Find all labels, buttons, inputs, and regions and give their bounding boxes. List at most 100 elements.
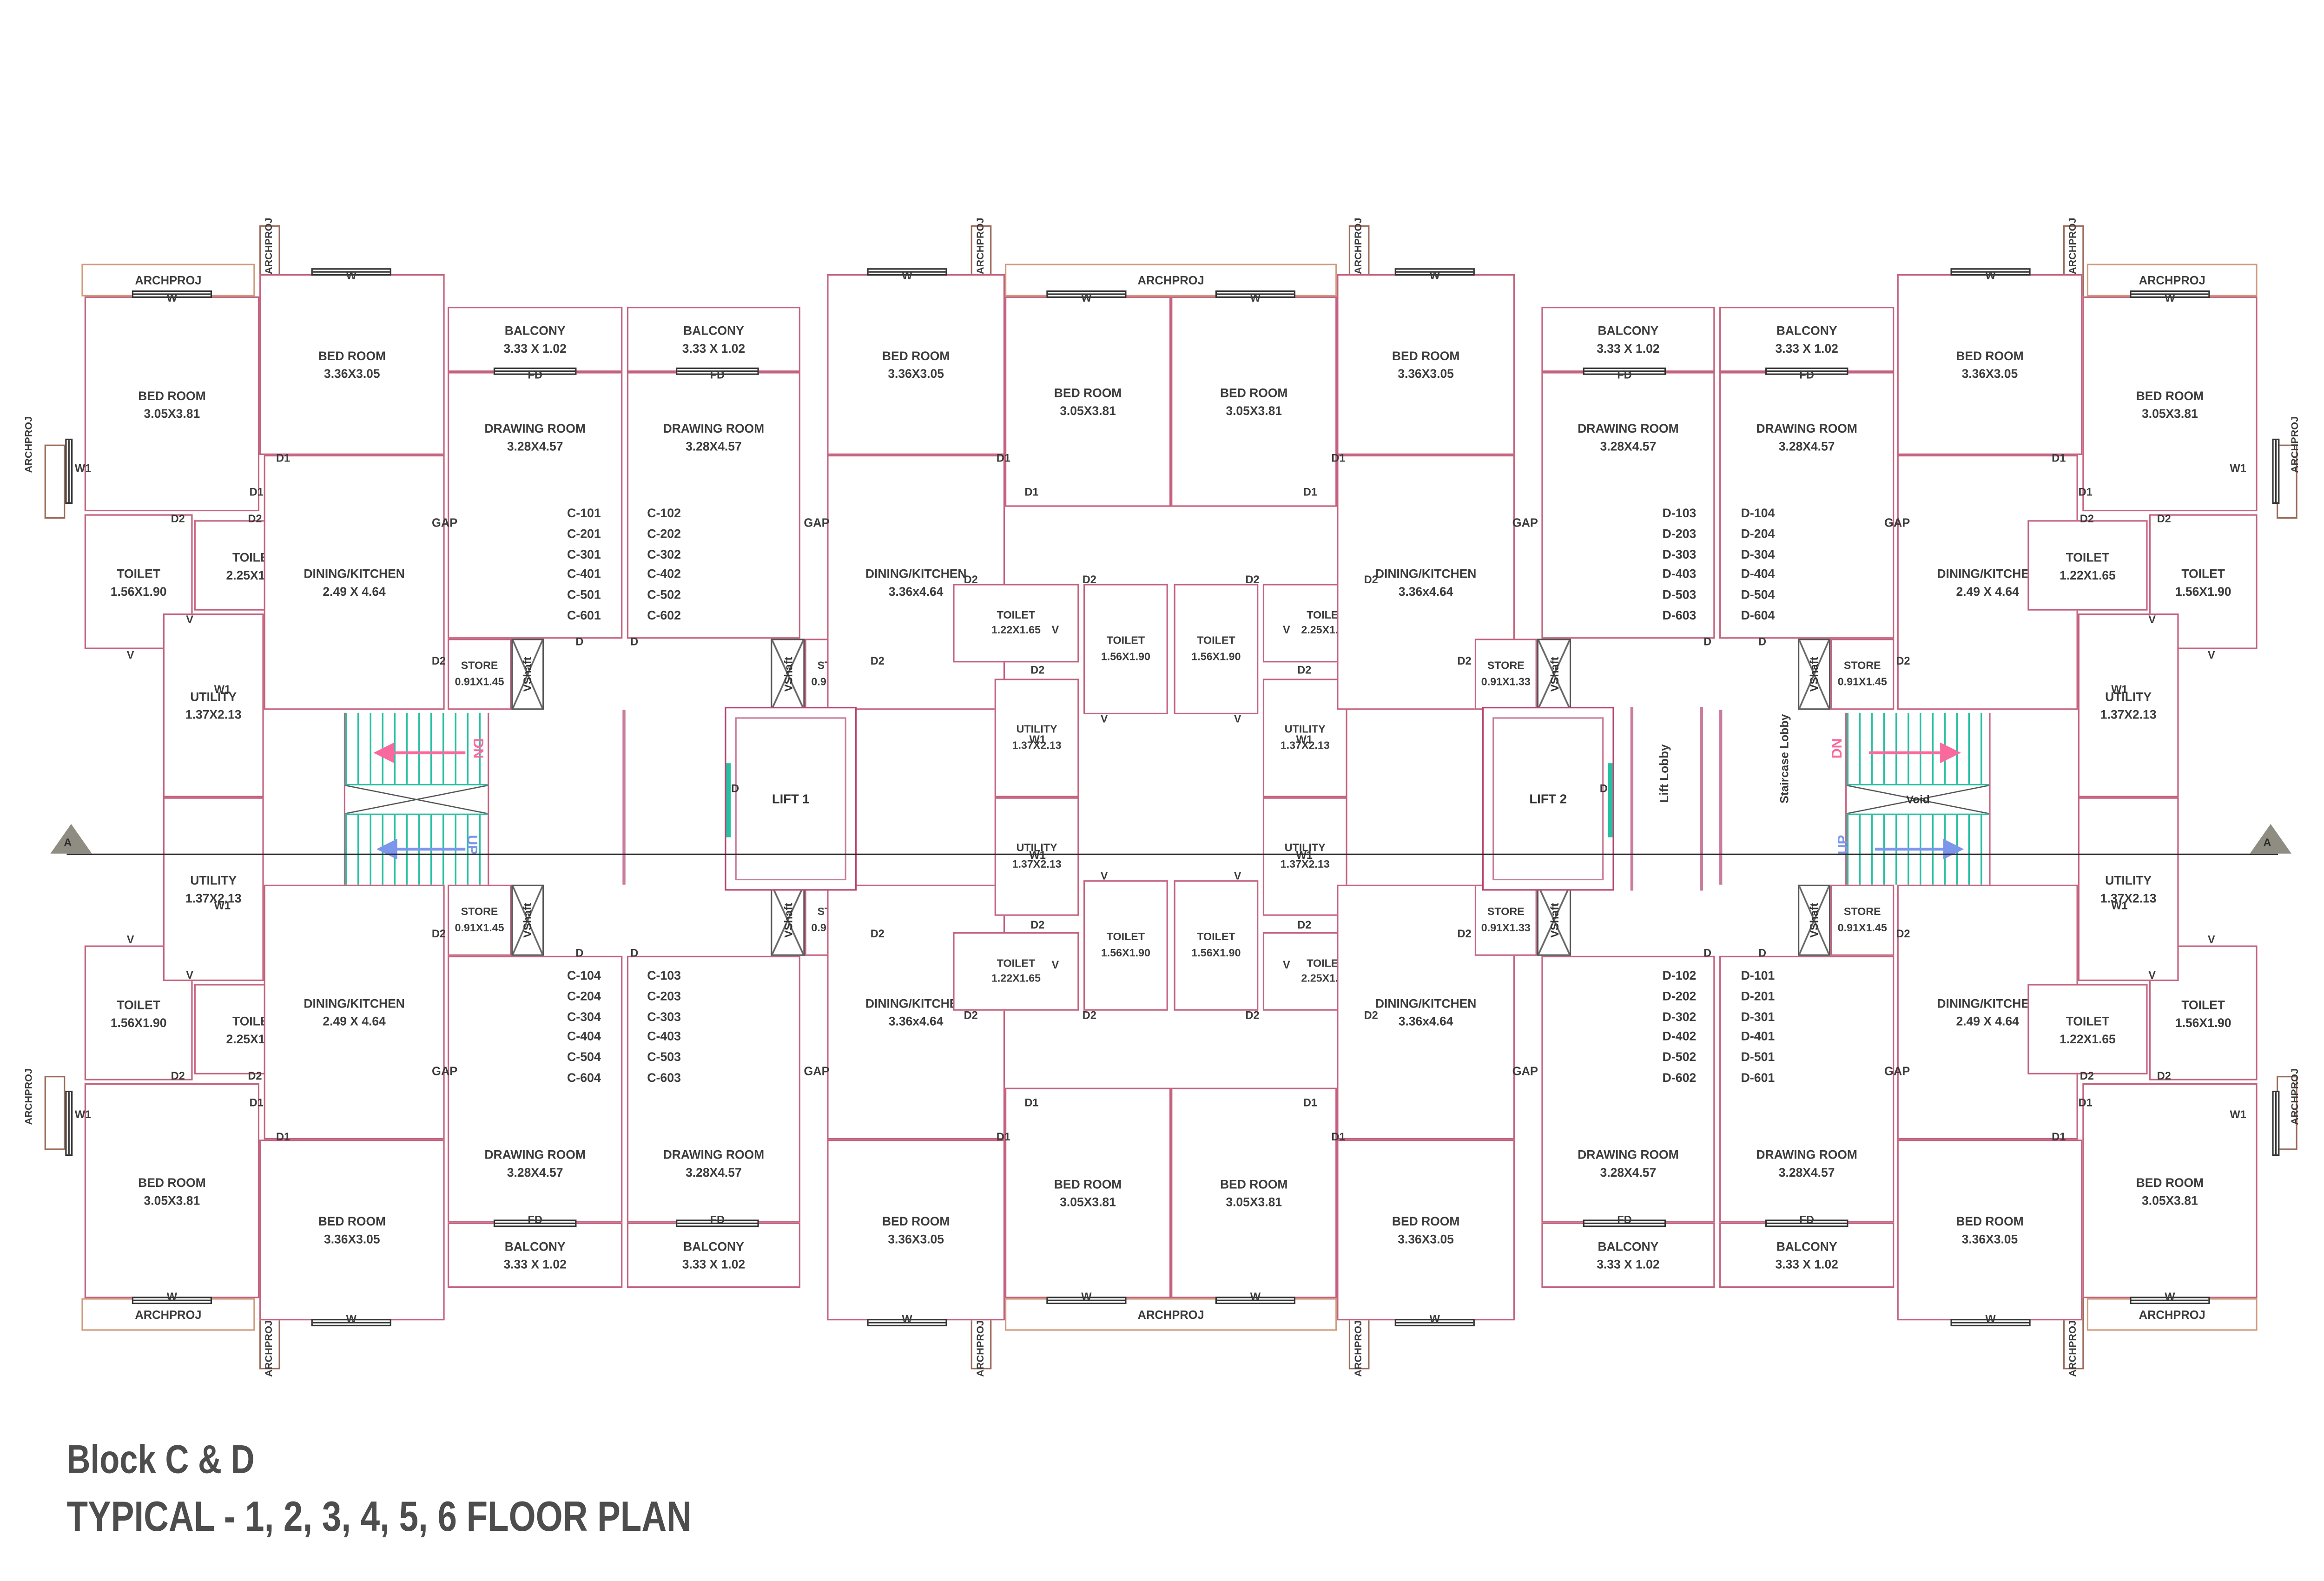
window-marker xyxy=(493,367,577,375)
annotation-d2: D2 xyxy=(1896,927,1910,941)
annotation-dn: DN xyxy=(1829,738,1846,759)
annotation-d2: D2 xyxy=(1297,918,1312,932)
window-marker xyxy=(676,1219,759,1227)
annotation-archproj: ARCHPROJ xyxy=(2068,1320,2079,1377)
ventilation-shaft: VShaft xyxy=(511,639,544,710)
window-marker xyxy=(1583,1219,1666,1227)
annotation-v: V xyxy=(1100,869,1108,883)
lift-door xyxy=(1609,763,1613,837)
window-marker xyxy=(1950,1319,2031,1326)
annotation-d2: D2 xyxy=(964,573,978,586)
annotation-gap: GAP xyxy=(804,516,830,530)
annotation-d2: D2 xyxy=(1245,573,1260,586)
annotation-v: V xyxy=(186,613,194,626)
lift-1: LIFT 1 xyxy=(725,707,857,891)
annotation-d: D xyxy=(575,946,584,960)
window-marker xyxy=(2272,438,2280,504)
window-marker xyxy=(1950,268,2031,276)
stair-landing: Void xyxy=(1847,783,1989,815)
staircase-left xyxy=(343,712,489,885)
stair-flight-upper xyxy=(345,712,488,784)
annotation-w: W xyxy=(902,1312,912,1326)
annotation-w: W xyxy=(346,1312,357,1326)
annotation-v: V xyxy=(1100,712,1108,725)
annotation-d1: D1 xyxy=(1331,451,1346,465)
section-marker xyxy=(2250,823,2291,854)
annotation-w: W xyxy=(1081,291,1092,305)
annotation-w: W xyxy=(1429,1312,1440,1326)
annotation-fd: FD xyxy=(1799,368,1814,382)
window-marker xyxy=(65,438,73,504)
annotation-w: W xyxy=(1250,291,1261,305)
annotation-d2: D2 xyxy=(1896,654,1910,668)
annotation-d2: D2 xyxy=(1297,663,1312,677)
annotation-w: W xyxy=(2165,291,2175,305)
annotation-d2: D2 xyxy=(1030,663,1045,677)
annotation-archproj: ARCHPROJ xyxy=(2068,217,2079,275)
annotation-w: W xyxy=(2165,1290,2175,1304)
window-marker xyxy=(676,367,759,375)
annotation-d2: D2 xyxy=(1245,1008,1260,1022)
lift-2: LIFT 2 xyxy=(1482,707,1614,891)
annotation-v: V xyxy=(1234,712,1241,725)
stair-direction-arrow-shaft xyxy=(396,847,466,851)
section-marker-letter: A xyxy=(2263,836,2271,850)
annotation-w: W xyxy=(166,291,178,305)
annotation-lift-lobby: Lift Lobby xyxy=(1657,744,1671,803)
lift-cab: LIFT 1 xyxy=(735,717,846,881)
annotation-d1: D1 xyxy=(2052,1130,2066,1144)
stair-direction-arrow-shaft xyxy=(1869,751,1942,755)
annotation-d2: D2 xyxy=(2080,1069,2094,1083)
annotation-w1: W1 xyxy=(2230,461,2246,475)
lift-door xyxy=(726,763,730,837)
annotation-v: V xyxy=(2148,613,2156,626)
annotation-v: V xyxy=(126,648,134,662)
annotation-v: V xyxy=(126,933,134,947)
annotation-d1: D1 xyxy=(996,1130,1010,1144)
stair-direction-arrow xyxy=(1940,742,1961,764)
annotation-archproj: ARCHPROJ xyxy=(24,416,35,473)
lift-cab: LIFT 2 xyxy=(1492,717,1604,881)
annotation-d1: D1 xyxy=(1303,485,1317,499)
stair-direction-arrow-shaft xyxy=(1875,847,1945,851)
annotation-w: W xyxy=(1985,269,1996,283)
annotation-up: UP xyxy=(1835,835,1852,855)
